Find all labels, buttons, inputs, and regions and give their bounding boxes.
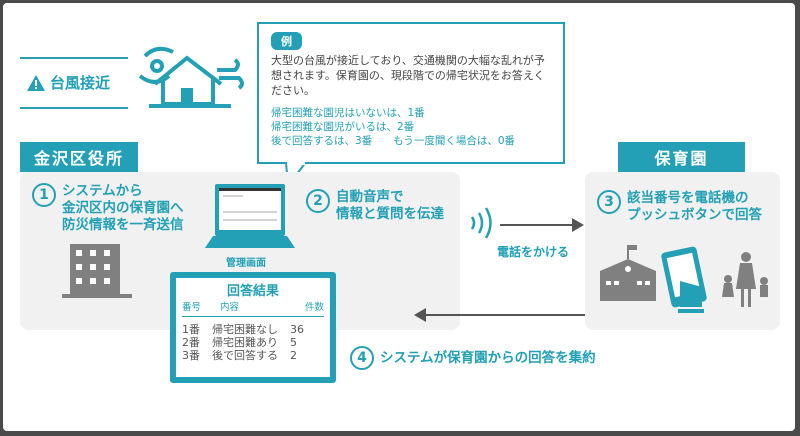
step-3: 3 該当番号を電話機のプッシュボタンで回答 [597, 190, 762, 224]
header-content: 内容 [220, 302, 240, 313]
step-number: 2 [306, 189, 330, 213]
typhoon-house-icon [138, 46, 244, 108]
call-label: 電話をかける [497, 245, 570, 259]
arrow-right-icon [572, 218, 584, 232]
divider [20, 57, 128, 59]
step3-line: プッシュボタンで回答 [627, 207, 762, 223]
building-icon [62, 244, 132, 298]
signal-waves-icon [470, 207, 492, 239]
heading-text: 台風接近 [50, 74, 111, 92]
nursery-illustration [600, 245, 768, 313]
step-number: 4 [350, 346, 374, 370]
example-callout: 例 大型の台風が接近しており、交通機関の大幅な乱れが予想されます。保育園の、現段… [257, 22, 565, 164]
ward-office-label: 金沢区役所 [20, 142, 138, 172]
call-arrow [500, 224, 574, 226]
step2-line: 情報と質問を伝達 [336, 206, 444, 222]
step2-line: 自動音声で [336, 189, 404, 205]
school-icon [600, 245, 656, 301]
laptop-label: 管理画面 [226, 258, 266, 269]
example-tag: 例 [271, 32, 302, 50]
results-header: 番号 内容 件数 [182, 299, 324, 317]
step-4: 4 システムが保育園からの回答を集約 [350, 346, 596, 370]
step3-line: 該当番号を電話機の [627, 190, 749, 206]
option-3: 後で回答するは、3番 もう一度聞く場合は、0番 [271, 135, 516, 147]
step1-line: 金沢区内の保育園へ [62, 200, 184, 216]
warning-icon [27, 74, 45, 91]
step4-text: システムが保育園からの回答を集約 [380, 349, 596, 366]
header-count: 件数 [304, 302, 324, 313]
results-title: 回答結果 [226, 284, 279, 299]
nursery-label: 保育園 [618, 142, 745, 172]
family-icon [722, 252, 768, 307]
step1-line: システムから [62, 183, 143, 199]
typhoon-heading: 台風接近 [27, 72, 110, 93]
step1-line: 防災情報を一斉送信 [62, 217, 184, 233]
divider [20, 107, 128, 109]
header-number: 番号 [182, 302, 202, 313]
response-arrow [425, 314, 585, 316]
example-message: 大型の台風が接近しており、交通機関の大幅な乱れが予想されます。保育園の、現段階で… [271, 54, 545, 97]
laptop-icon [205, 184, 295, 248]
step-2: 2 自動音声で情報と質問を伝達 [306, 189, 444, 223]
phone-icon [661, 246, 707, 313]
step-number: 3 [597, 190, 621, 214]
step-1: 1 システムから金沢区内の保育園へ防災情報を一斉送信 [32, 183, 184, 234]
option-2: 帰宅困難な園児がいるは、2番 [271, 121, 415, 133]
step-number: 1 [32, 183, 56, 207]
option-1: 帰宅困難な園児はいないは、1番 [271, 107, 425, 119]
arrow-left-icon [414, 308, 426, 322]
